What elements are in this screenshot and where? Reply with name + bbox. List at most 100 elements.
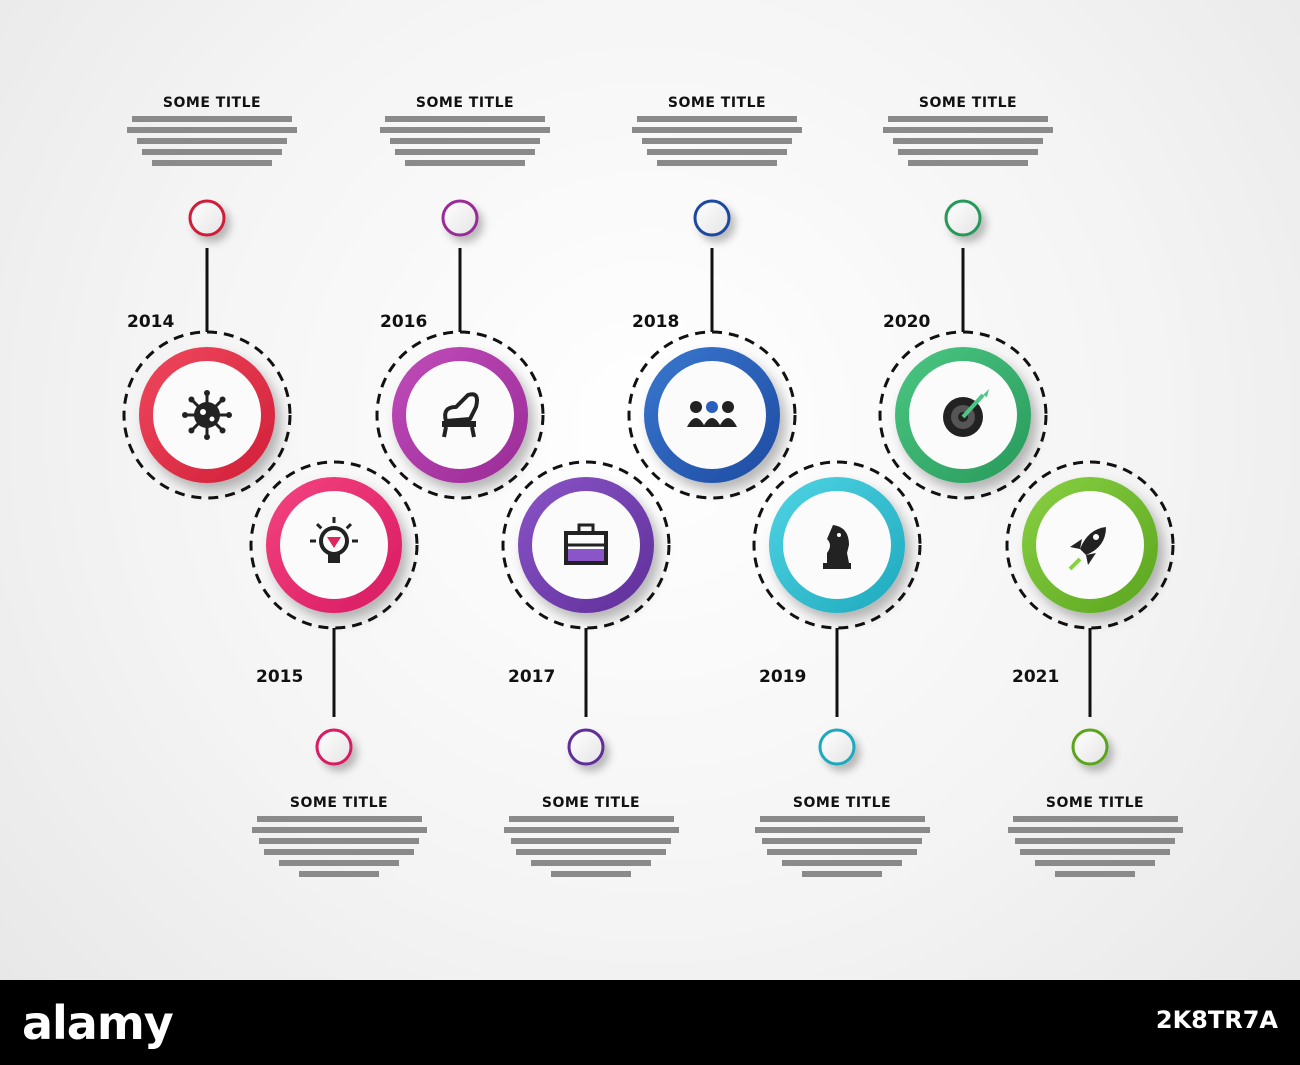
placeholder-text-line [551,871,631,877]
virus-icon [182,390,232,440]
placeholder-text-line [299,871,379,877]
footer-logo: alamy [22,996,174,1050]
placeholder-text-line [754,827,930,833]
placeholder-text-line [782,860,902,866]
placeholder-text-line [279,860,399,866]
step-description: SOME TITLE [496,795,686,877]
step-title: SOME TITLE [667,95,767,111]
placeholder-text-line [132,116,292,122]
placeholder-text-line [1020,849,1170,855]
placeholder-text-line [395,149,535,155]
timeline-dot [693,199,731,237]
footer-bar: alamy 2K8TR7A [0,980,1300,1065]
step-title: SOME TITLE [1045,795,1145,811]
placeholder-text-line [1007,827,1183,833]
step-center [406,361,514,469]
placeholder-text-line [888,116,1048,122]
placeholder-text-line [405,160,525,166]
step-title: SOME TITLE [918,95,1018,111]
dashed-ring [375,330,545,500]
step-year: 2017 [508,667,556,687]
step-center [658,361,766,469]
placeholder-text-line [632,127,802,133]
step-title: SOME TITLE [541,795,641,811]
placeholder-text-line [152,160,272,166]
placeholder-text-line [531,860,651,866]
placeholder-text-line [802,871,882,877]
timeline-dot [315,728,353,766]
step-title: SOME TITLE [792,795,892,811]
step-description: SOME TITLE [1000,795,1190,877]
placeholder-text-line [251,827,427,833]
placeholder-text-line [1055,871,1135,877]
timeline-step [375,199,545,500]
footer-image-id: 2K8TR7A [1155,1006,1278,1034]
placeholder-text-line [767,849,917,855]
step-year: 2016 [380,312,428,332]
placeholder-text-line [503,827,679,833]
placeholder-text-line [508,816,674,822]
placeholder-text-line [883,127,1053,133]
step-year: 2019 [759,667,807,687]
placeholder-text-line [511,838,671,844]
placeholder-text-line [637,116,797,122]
dashed-ring [752,460,922,630]
step-description: SOME TITLE [747,795,937,877]
timeline-step [627,199,797,500]
placeholder-text-line [385,116,545,122]
dashed-ring [627,330,797,500]
target-icon [943,389,989,437]
timeline-dot [944,199,982,237]
step-description: SOME TITLE [117,95,307,166]
timeline-step [1005,460,1175,766]
team-icon [687,401,737,427]
step-title: SOME TITLE [289,795,389,811]
dashed-ring [1005,460,1175,630]
chair-icon [442,392,479,438]
briefcase-icon [564,523,608,565]
placeholder-text-line [1035,860,1155,866]
placeholder-text-line [127,127,297,133]
placeholder-text-line [516,849,666,855]
rocket-icon [1068,527,1106,571]
timeline-dot [1071,728,1109,766]
placeholder-text-line [264,849,414,855]
placeholder-text-line [908,160,1028,166]
step-title: SOME TITLE [415,95,515,111]
placeholder-text-line [762,838,922,844]
placeholder-text-line [137,138,287,144]
step-description: SOME TITLE [622,95,812,166]
step-year: 2020 [883,312,931,332]
step-description: SOME TITLE [370,95,560,166]
chess-knight-icon [823,525,851,569]
dashed-ring [122,330,292,500]
placeholder-text-line [142,149,282,155]
timeline-dot [567,728,605,766]
step-year: 2015 [256,667,304,687]
placeholder-text-line [259,838,419,844]
placeholder-text-line [898,149,1038,155]
step-title: SOME TITLE [162,95,262,111]
step-description: SOME TITLE [873,95,1063,166]
timeline-dot [441,199,479,237]
timeline-step [249,460,419,766]
placeholder-text-line [1015,838,1175,844]
step-year: 2014 [127,312,175,332]
timeline-step [501,460,671,766]
timeline-step [878,199,1048,500]
placeholder-text-line [893,138,1043,144]
idea-bulb-icon [310,517,358,563]
timeline-step [122,199,292,500]
timeline-dot [188,199,226,237]
step-year: 2021 [1012,667,1060,687]
timeline-dot [818,728,856,766]
placeholder-text-line [647,149,787,155]
dashed-ring [501,460,671,630]
dashed-ring [249,460,419,630]
step-year: 2018 [632,312,680,332]
step-description: SOME TITLE [244,795,434,877]
placeholder-text-line [390,138,540,144]
dashed-ring [878,330,1048,500]
